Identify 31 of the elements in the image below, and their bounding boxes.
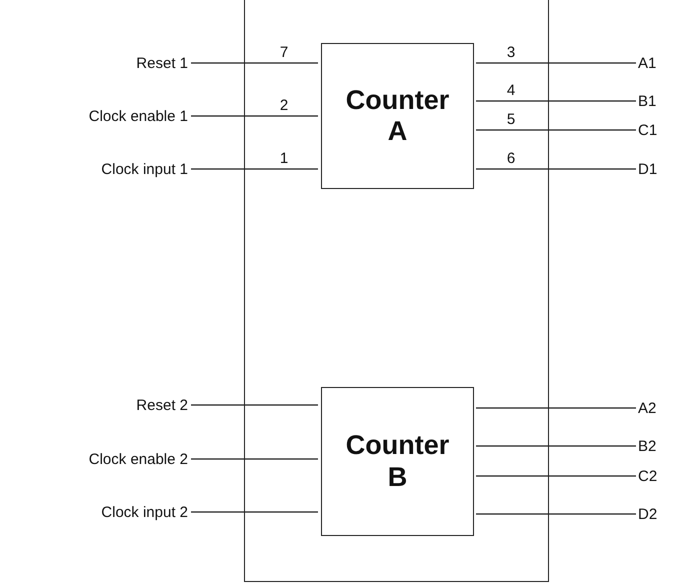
signal-wire	[476, 62, 636, 64]
counter-block: Counter A	[321, 43, 474, 189]
counter-block: Counter B	[321, 387, 474, 536]
signal-wire	[191, 62, 318, 64]
signal-label: Reset 1	[136, 54, 188, 72]
signal-label: C2	[638, 468, 658, 484]
signal-label: Reset 2	[136, 396, 188, 414]
signal-label: Clock enable 2	[88, 450, 188, 468]
signal-wire	[476, 445, 636, 447]
signal-wire	[191, 168, 318, 170]
signal-label: A2	[638, 400, 656, 416]
signal-label: D1	[638, 160, 658, 178]
signal-label: B2	[638, 438, 656, 454]
signal-wire	[476, 407, 636, 409]
signal-label: B1	[638, 92, 656, 110]
signal-wire	[476, 129, 636, 131]
signal-wire	[476, 100, 636, 102]
outer-frame	[244, 0, 549, 582]
signal-wire	[191, 458, 318, 460]
signal-wire	[191, 511, 318, 513]
signal-label: C1	[638, 122, 658, 138]
signal-label: Clock input 1	[101, 160, 188, 178]
signal-wire	[476, 513, 636, 515]
signal-wire	[191, 115, 318, 117]
signal-label: Clock enable 1	[88, 108, 188, 124]
signal-wire	[191, 404, 318, 406]
signal-label: D2	[638, 506, 658, 522]
signal-wire	[476, 168, 636, 170]
signal-label: Clock input 2	[101, 504, 188, 520]
signal-wire	[476, 475, 636, 477]
signal-label: A1	[638, 54, 656, 72]
